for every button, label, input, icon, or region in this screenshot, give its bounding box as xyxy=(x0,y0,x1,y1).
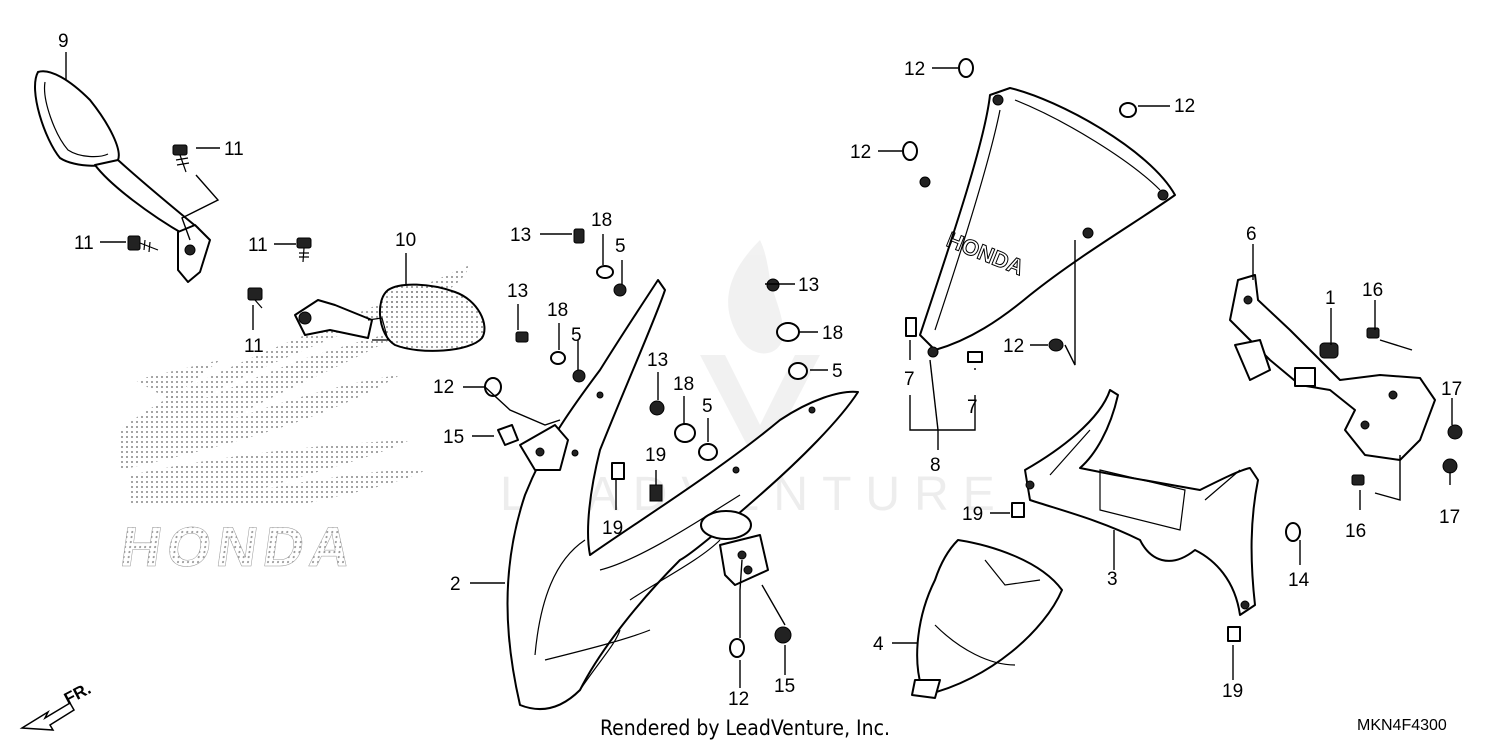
callout-10: 10 xyxy=(395,230,416,251)
diagram-code: MKN4F4300 xyxy=(1357,717,1447,734)
callout-5: 5 xyxy=(832,361,843,382)
callout-16: 16 xyxy=(1362,280,1383,301)
honda-logo-text: HONDA xyxy=(117,515,361,578)
callout-5: 5 xyxy=(702,396,713,417)
callout-11: 11 xyxy=(244,336,264,357)
callout-7: 7 xyxy=(967,397,978,418)
leader-lines xyxy=(65,52,1453,688)
callout-16: 16 xyxy=(1345,521,1366,542)
inner-panel xyxy=(911,539,1063,699)
callout-19: 19 xyxy=(962,504,983,525)
callout-17: 17 xyxy=(1441,379,1462,400)
callout-13: 13 xyxy=(798,275,819,296)
callout-15: 15 xyxy=(774,676,795,697)
callout-13: 13 xyxy=(647,350,668,371)
bolt-11-b xyxy=(127,235,159,253)
callout-15: 15 xyxy=(443,427,464,448)
callout-6: 6 xyxy=(1246,224,1257,245)
callout-12: 12 xyxy=(904,59,925,80)
callout-3: 3 xyxy=(1107,569,1118,590)
callout-5: 5 xyxy=(571,325,582,346)
callout-11: 11 xyxy=(224,139,244,160)
callout-11: 11 xyxy=(248,235,268,256)
windscreen: HONDA xyxy=(919,87,1176,358)
callout-12: 12 xyxy=(1174,96,1195,117)
bolt-11-a xyxy=(172,144,190,173)
inner-stay xyxy=(1024,389,1259,616)
callout-11: 11 xyxy=(74,233,94,254)
grommets-and-nuts xyxy=(484,58,1463,658)
meter-stay xyxy=(1229,274,1436,461)
callout-18: 18 xyxy=(547,300,568,321)
bolt-11-c xyxy=(296,237,312,263)
callout-8: 8 xyxy=(930,455,941,476)
callout-12: 12 xyxy=(728,689,749,710)
callout-19: 19 xyxy=(602,518,623,539)
left-mirror xyxy=(34,70,211,283)
fr-label: FR. xyxy=(61,679,94,709)
callout-18: 18 xyxy=(673,374,694,395)
callout-labels: 9 11 11 11 11 10 13 18 5 13 18 5 13 18 5… xyxy=(58,31,1462,710)
callout-18: 18 xyxy=(591,210,612,231)
callout-7: 7 xyxy=(904,369,915,390)
callout-2: 2 xyxy=(450,574,461,595)
callout-1: 1 xyxy=(1325,288,1336,309)
callout-4: 4 xyxy=(873,634,884,655)
callout-13: 13 xyxy=(507,281,528,302)
callout-17: 17 xyxy=(1439,507,1460,528)
callout-19: 19 xyxy=(645,445,666,466)
callout-13: 13 xyxy=(510,225,531,246)
callout-9: 9 xyxy=(58,31,69,52)
upper-cowl xyxy=(506,279,859,710)
callout-18: 18 xyxy=(822,323,843,344)
callout-12: 12 xyxy=(1003,336,1024,357)
callout-12: 12 xyxy=(850,142,871,163)
right-mirror xyxy=(294,283,486,352)
callout-5: 5 xyxy=(615,236,626,257)
callout-19: 19 xyxy=(1222,681,1243,702)
footer-credit: Rendered by LeadVenture, Inc. xyxy=(600,716,890,740)
bolt-11-d xyxy=(247,287,263,309)
front-direction-marker: FR. xyxy=(19,679,94,731)
callout-14: 14 xyxy=(1288,570,1310,591)
callout-12: 12 xyxy=(433,377,454,398)
